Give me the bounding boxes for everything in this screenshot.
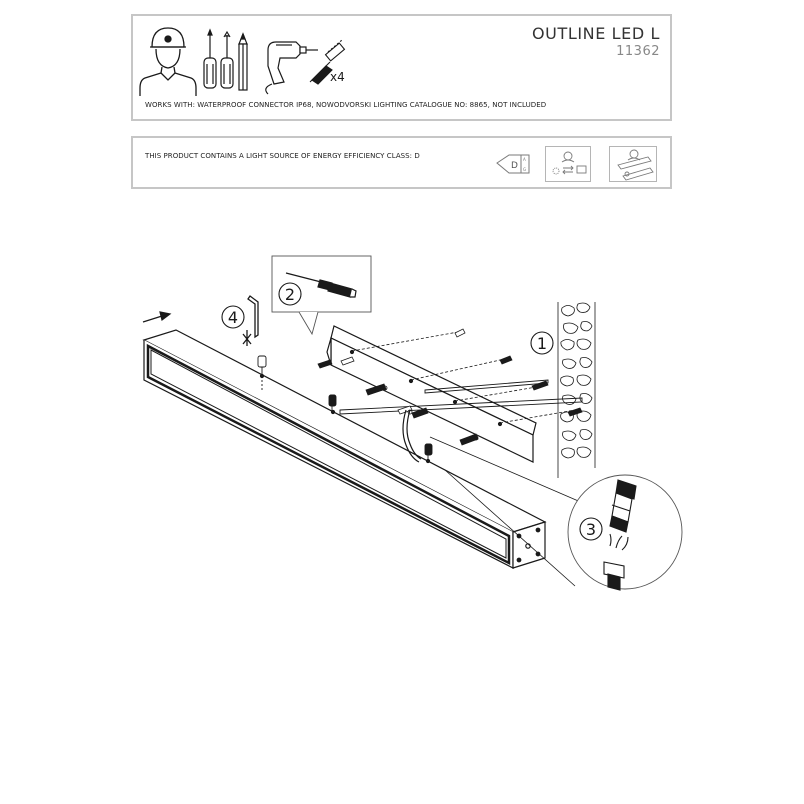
screwdriver-icon — [203, 28, 217, 89]
step-label-2: 2 — [278, 282, 302, 306]
product-name: OUTLINE LED L — [531, 24, 660, 43]
arrow-icon — [142, 311, 172, 323]
svg-text:4: 4 — [228, 308, 238, 327]
installer-person-icon — [139, 27, 197, 96]
step-label-3: 3 — [579, 517, 603, 541]
control-gear-icon — [617, 149, 654, 181]
wall-plug-icon — [309, 39, 346, 85]
mounting-rail — [339, 379, 583, 415]
step-3-inset — [429, 436, 683, 591]
waterproof-connector-icon — [603, 479, 637, 591]
screw-count: x4 — [330, 70, 345, 84]
luminaire-body — [142, 329, 547, 569]
energy-label-icon — [496, 154, 530, 174]
screwdriver-icon — [220, 30, 234, 89]
pencil-icon — [238, 32, 248, 91]
screwdriver-icon — [285, 272, 357, 298]
fixing-screw — [257, 355, 433, 461]
wall-texture — [557, 302, 596, 478]
svg-text:1: 1 — [537, 334, 547, 353]
screw-set — [317, 328, 583, 446]
svg-text:3: 3 — [586, 520, 596, 539]
drill-icon — [265, 41, 318, 95]
energy-statement: THIS PRODUCT CONTAINS A LIGHT SOURCE OF … — [145, 152, 420, 160]
energy-scale-top: A — [523, 157, 526, 162]
works-with-note: WORKS WITH: WATERPROOF CONNECTOR IP68, N… — [145, 101, 547, 109]
step-label-1: 1 — [530, 331, 554, 355]
control-gear-badge — [609, 146, 657, 182]
energy-class-letter: D — [511, 161, 518, 171]
svg-text:2: 2 — [285, 285, 295, 304]
power-cable — [402, 409, 422, 463]
step-label-4: 4 — [221, 305, 245, 329]
assembly-diagram — [142, 255, 683, 591]
lamp-replaceable-icon — [552, 151, 587, 175]
mounting-bracket — [326, 325, 537, 463]
energy-scale-bottom: G — [523, 167, 526, 172]
hex-key-icon — [242, 295, 259, 346]
product-code: 11362 — [616, 44, 660, 59]
